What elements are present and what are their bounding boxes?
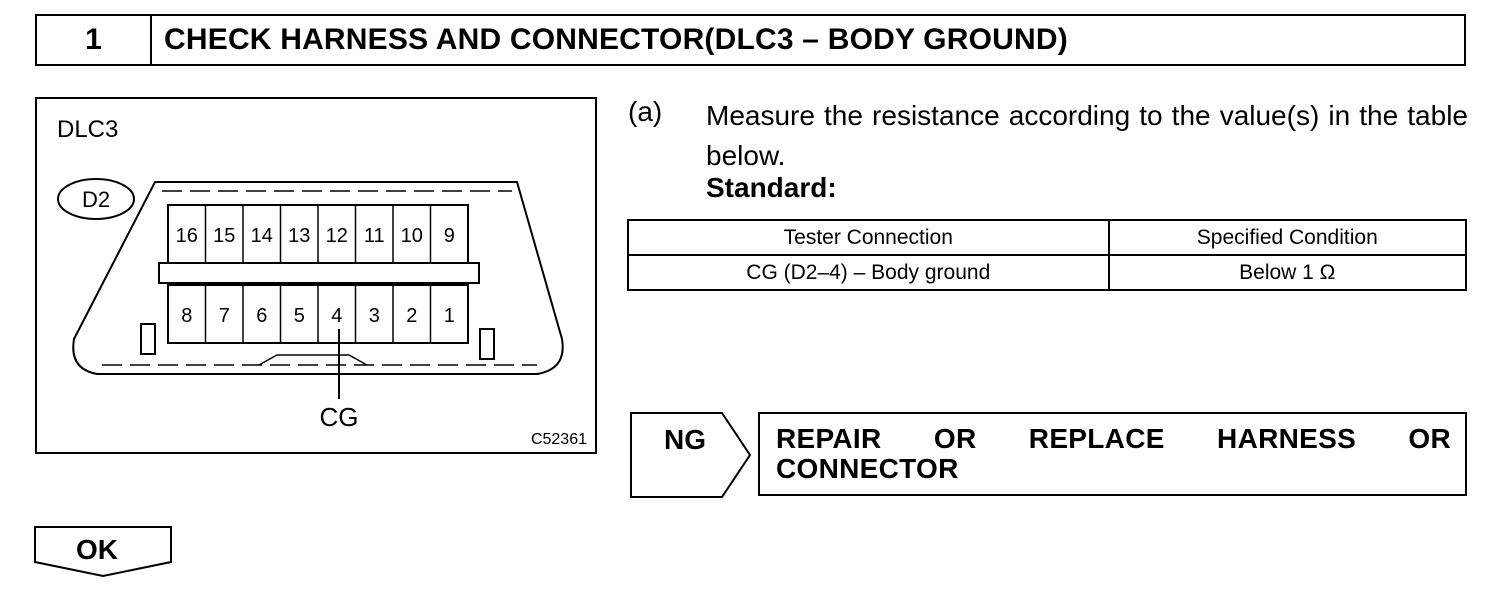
- ng-arrow: [630, 412, 752, 498]
- spec-cell-tester-connection: CG (D2–4) – Body ground: [627, 254, 1110, 291]
- ng-action-text: REPAIR OR REPLACE HARNESS OR CONNECTOR: [776, 423, 1451, 484]
- ok-label: OK: [76, 534, 118, 565]
- pin-separator-bar: [158, 262, 480, 284]
- standard-label: Standard:: [706, 172, 837, 203]
- pin-9-label: 9: [444, 225, 455, 247]
- pin-11-label: 11: [364, 225, 385, 247]
- figure-id-label: C52361: [531, 431, 587, 448]
- instruction-text: Measure the resistance according to the …: [706, 100, 1468, 171]
- instruction-marker: (a): [628, 96, 663, 127]
- spec-table-header-row: Tester Connection Specified Condition: [627, 219, 1468, 256]
- dlc3-connector-diagram: DLC3 D2 16 15 14 13 12 11 10 9 8 7 6 5 4 3 2 1 CG C523…: [57, 116, 587, 448]
- pin-2-label: 2: [406, 305, 417, 327]
- left-latch: [140, 323, 156, 355]
- pin-15-label: 15: [213, 225, 235, 247]
- spec-header-tester-connection: Tester Connection: [627, 219, 1110, 256]
- spec-table: Tester Connection Specified Condition CG…: [627, 219, 1468, 291]
- pin-1-label: 1: [444, 305, 455, 327]
- connector-key-tab: [258, 354, 368, 366]
- connector-figure: DLC3 D2 16 15 14 13 12 11 10 9 8 7 6 5 4 3 2 1 CG C523…: [35, 97, 597, 454]
- connector-code-label: D2: [82, 187, 110, 212]
- ng-label: NG: [664, 424, 706, 455]
- connector-outline: [72, 181, 564, 375]
- table-row: CG (D2–4) – Body ground Below 1 Ω: [627, 254, 1468, 291]
- pin-10-label: 10: [401, 225, 423, 247]
- cg-callout-label: CG: [320, 402, 359, 432]
- ng-arrow-shape: [630, 412, 752, 498]
- spec-cell-specified-condition: Below 1 Ω: [1107, 254, 1468, 291]
- pin-8-label: 8: [181, 305, 192, 327]
- pin-3-label: 3: [369, 305, 380, 327]
- pin-4-label: 4: [331, 305, 342, 327]
- pin-5-label: 5: [294, 305, 305, 327]
- connector-name-label: DLC3: [57, 116, 118, 143]
- step-number: 1: [37, 16, 152, 64]
- step-title: CHECK HARNESS AND CONNECTOR(DLC3 – BODY …: [164, 23, 1068, 56]
- pin-13-label: 13: [288, 225, 310, 247]
- pin-7-label: 7: [219, 305, 230, 327]
- connector-code-oval: [57, 178, 135, 220]
- pin-12-label: 12: [326, 225, 348, 247]
- ng-action-box: REPAIR OR REPLACE HARNESS OR CONNECTOR: [758, 412, 1467, 496]
- right-latch: [479, 328, 495, 360]
- pin-14-label: 14: [251, 225, 273, 247]
- ok-arrow-shape: [34, 526, 172, 578]
- ok-arrow: [34, 526, 172, 578]
- step-header: 1 CHECK HARNESS AND CONNECTOR(DLC3 – BOD…: [35, 14, 1466, 66]
- spec-header-specified-condition: Specified Condition: [1107, 219, 1468, 256]
- pin-16-label: 16: [176, 225, 198, 247]
- pin-6-label: 6: [256, 305, 267, 327]
